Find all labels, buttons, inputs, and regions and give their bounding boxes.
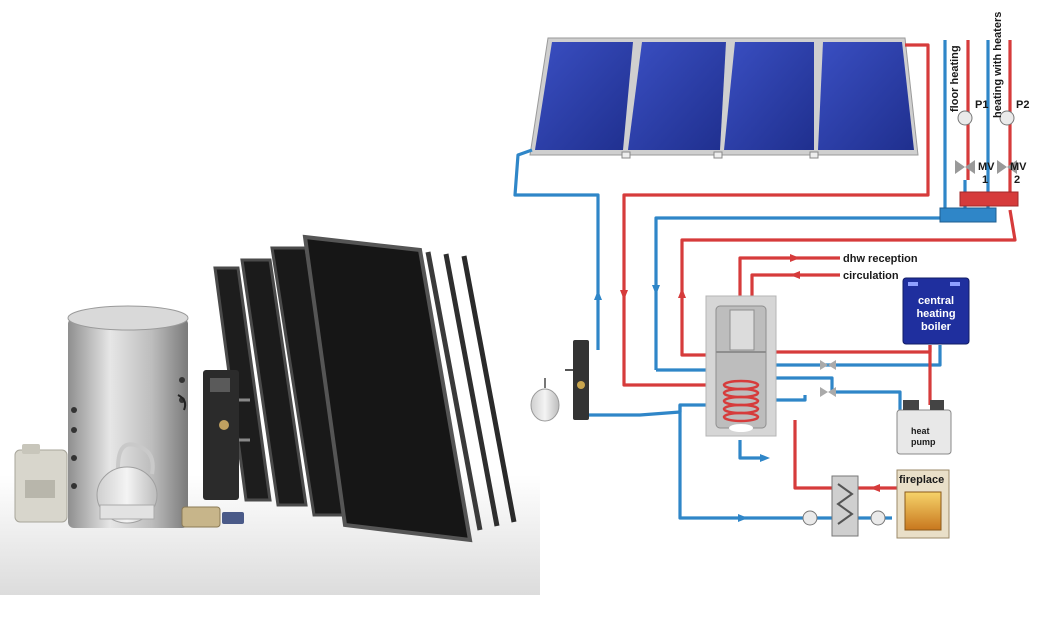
p2-label: P2 (1016, 99, 1029, 111)
expansion-vessel-photo (96, 442, 158, 524)
collector-panel-3 (724, 42, 814, 150)
controller-body (181, 506, 221, 528)
p1-label: P1 (975, 99, 988, 111)
fire-icon (904, 491, 942, 531)
circulation-line (750, 273, 840, 300)
fireplace-pump-icon (870, 510, 886, 526)
boiler-label-2: heating (916, 308, 955, 320)
solar-collector-array (529, 37, 919, 159)
mv2-valve-icon (997, 160, 1007, 174)
mv1-label: MV (978, 161, 995, 173)
cold-pipes (513, 40, 990, 520)
fireplace: fireplace (896, 469, 950, 539)
flow-arrows (594, 254, 880, 522)
exchanger-pump-icon (802, 510, 818, 526)
manifold-cold (939, 207, 997, 223)
tank-solar-return (588, 403, 712, 417)
heat-pump-box (896, 409, 952, 455)
tank-body (68, 318, 188, 528)
heat-exchanger-body (831, 475, 859, 537)
pump-station-body (203, 370, 239, 500)
tank-drain (738, 440, 760, 460)
heat-exchanger (802, 475, 886, 537)
canister-photo (14, 444, 68, 523)
hot-pipes (622, 40, 1017, 490)
tank-inner-dhw (729, 309, 755, 351)
heating-with-heaters-label: heating with heaters (992, 12, 1004, 118)
expansion-vessel (530, 388, 560, 422)
heat-pump-label-1: heat (911, 426, 930, 436)
boiler-label-3: boiler (921, 321, 952, 333)
floor-heating-label: floor heating (949, 45, 961, 112)
boiler-box (902, 277, 970, 345)
pump-p1-icon (957, 110, 973, 126)
collector-panel-4 (818, 42, 914, 150)
pump-station-unit (573, 340, 589, 420)
boiler-label-1: central (918, 295, 954, 307)
panel-edge-strip-2 (443, 253, 500, 527)
mv1-number: 1 (982, 174, 988, 186)
product-photo (0, 234, 540, 595)
collector-flow-pipe (622, 43, 930, 387)
mv2-number: 2 (1014, 174, 1020, 186)
panel-edge-strip-1 (425, 251, 483, 531)
storage-tank (705, 295, 777, 437)
tank-top (67, 305, 189, 331)
tank-drain-port (729, 424, 753, 432)
heating-return-to-manifold (654, 216, 942, 370)
collector-panel-2 (628, 42, 726, 150)
schematic: central heating boiler heat pump firepla… (513, 12, 1029, 539)
tank-to-fireplace-hot (793, 420, 835, 490)
dark-panel-front (302, 234, 473, 543)
mv2-label: MV (1010, 161, 1027, 173)
fireplace-cold-line (678, 405, 892, 520)
pump-p2-icon (999, 110, 1015, 126)
heat-coil (722, 379, 760, 423)
collector-return-pipe (513, 148, 600, 350)
fireplace-label: fireplace (899, 474, 944, 486)
panel-edge-strip-3 (461, 255, 517, 523)
heat-pump-label-2: pump (911, 437, 936, 447)
tank-coil-cold (775, 395, 807, 402)
storage-tank-photo (67, 305, 189, 528)
mv1-valve-icon (955, 160, 965, 174)
manifold (939, 191, 1019, 223)
boiler-cold-line (860, 345, 942, 367)
schematic-labels: floor heating heating with heaters P1 P2… (843, 12, 1029, 282)
boiler-hot-line (775, 345, 932, 354)
line-valves (820, 360, 836, 397)
pump-station-photo (203, 370, 250, 500)
central-heating-boiler: central heating boiler (902, 277, 970, 345)
collector-panel-1 (535, 42, 633, 150)
dark-collector-panels (213, 234, 517, 543)
circulation-label: circulation (843, 270, 899, 282)
tank-to-heatpump-cold (775, 376, 902, 410)
dhw-reception-line (738, 256, 840, 300)
controller-photo (181, 506, 244, 528)
dhw-reception-label: dhw reception (843, 253, 918, 265)
heating-pumps (955, 110, 1017, 174)
heating-flow-from-manifold (680, 209, 1017, 357)
solar-pump-station (530, 340, 589, 422)
dark-panel-2 (240, 258, 308, 507)
heat-pump: heat pump (896, 400, 952, 455)
manifold-hot (959, 191, 1019, 207)
